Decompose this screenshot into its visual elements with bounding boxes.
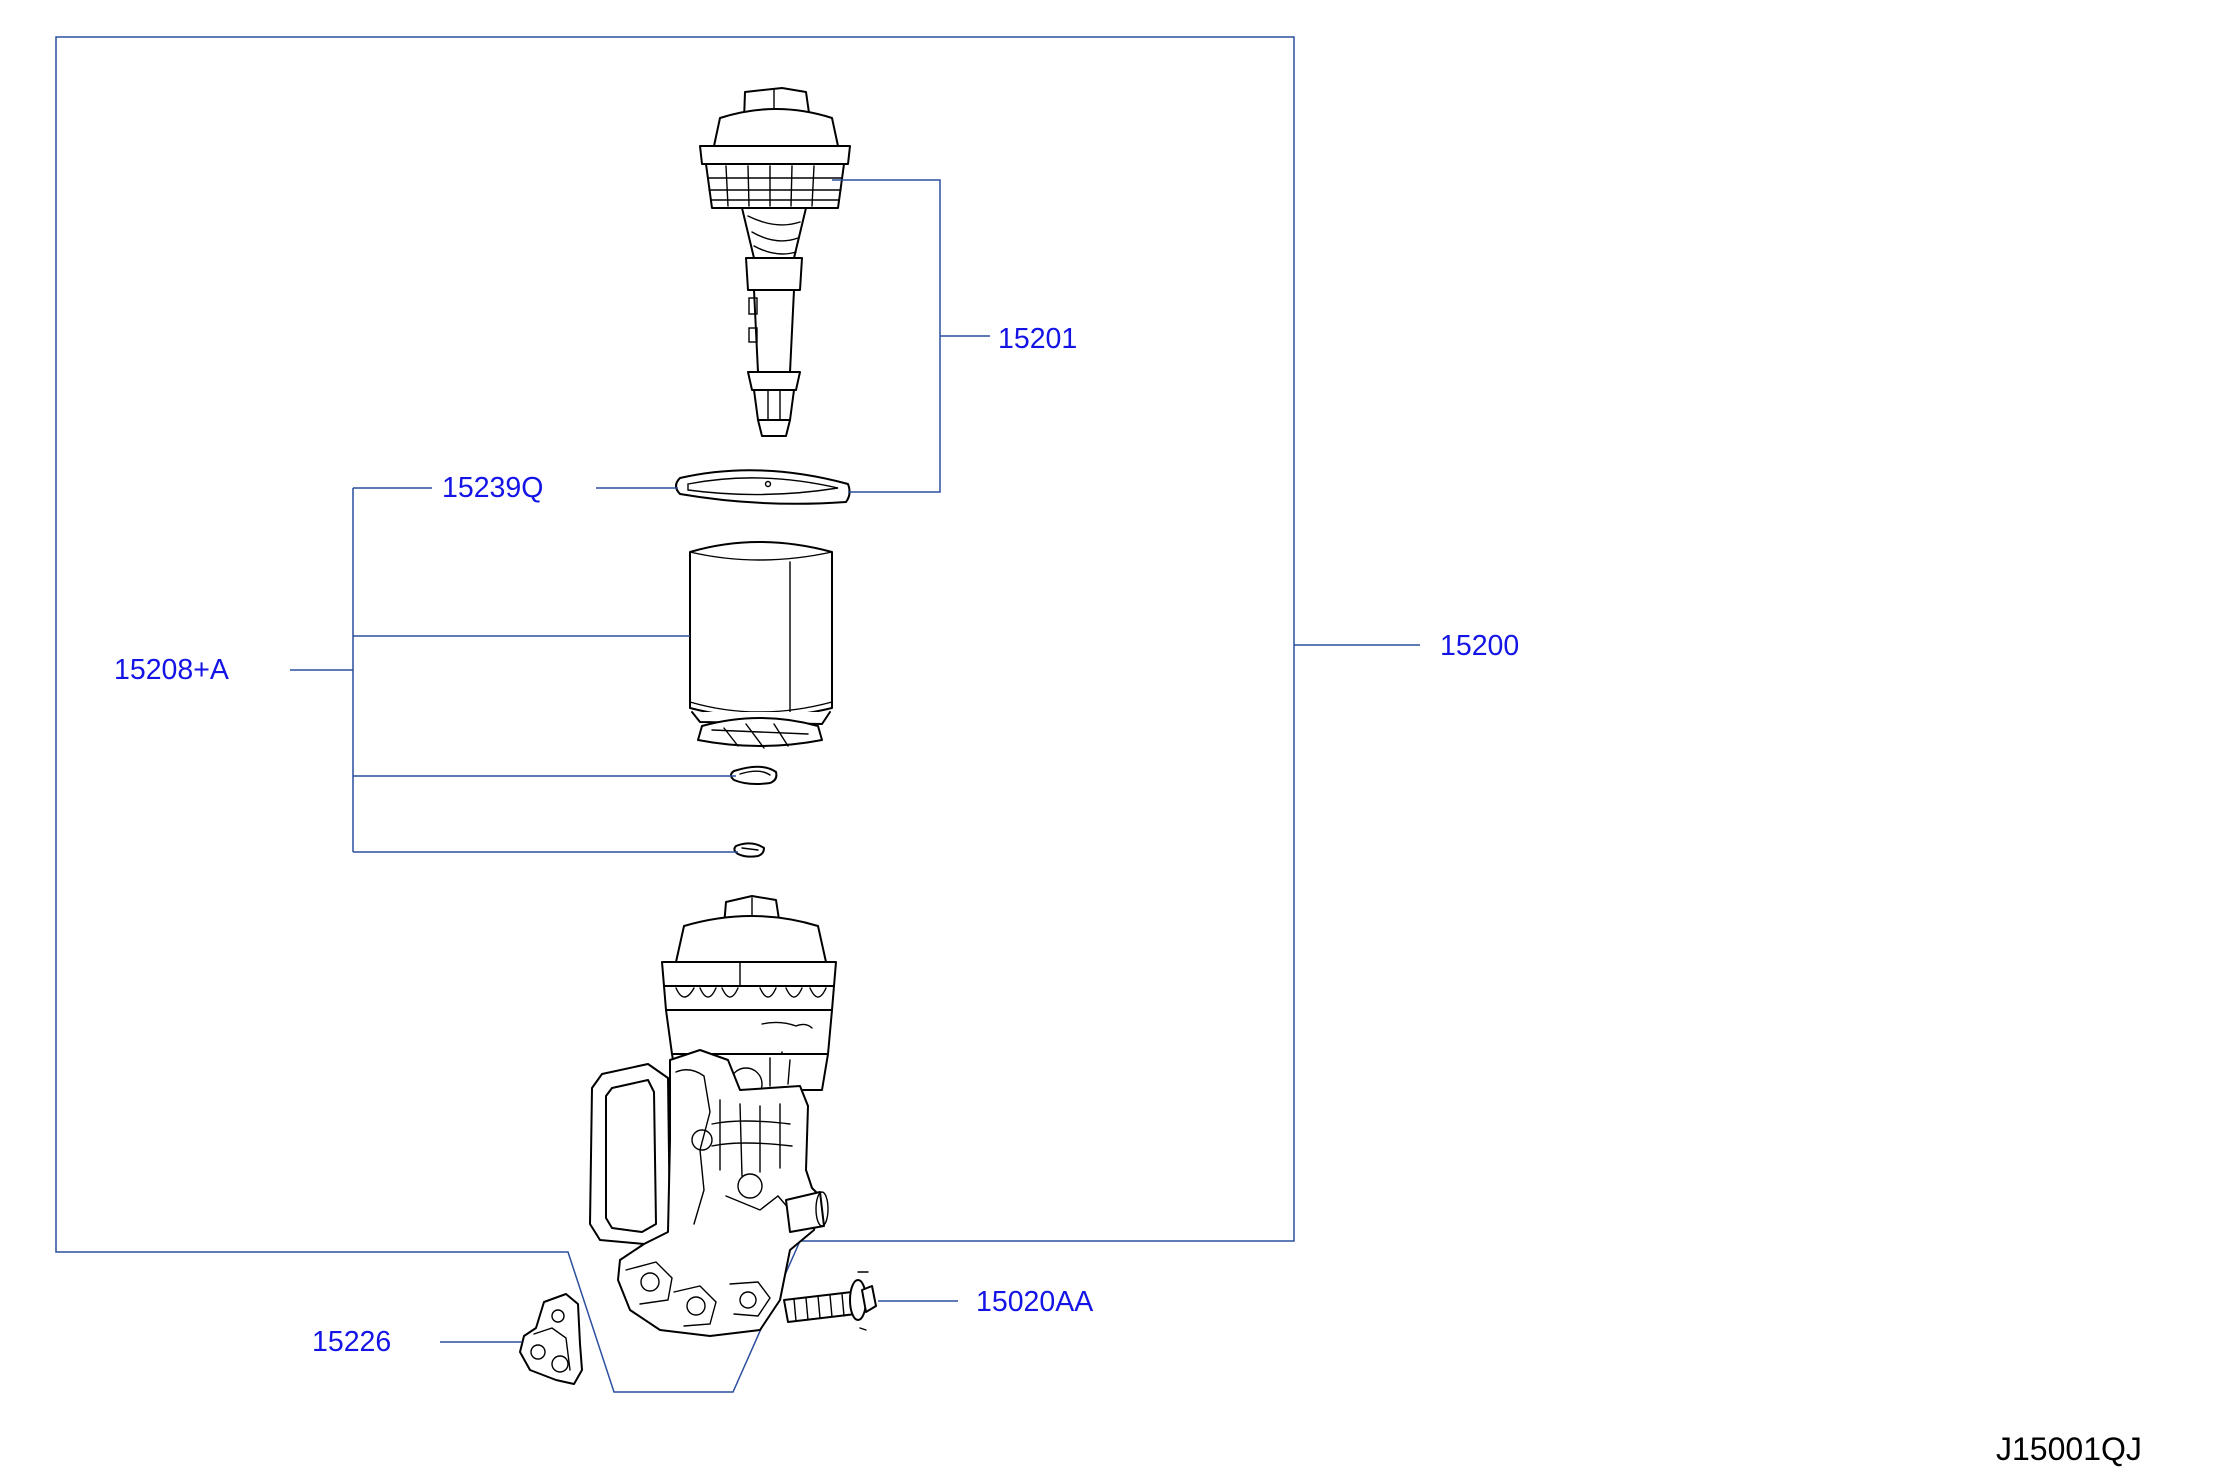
filter-cartridge-part[interactable] (689, 541, 833, 749)
filter-housing-assembly-part[interactable] (589, 895, 837, 1337)
leader-15201 (832, 179, 990, 493)
filter-cap-part[interactable] (699, 87, 851, 437)
diagram-code: J15001QJ (1996, 1431, 2142, 1467)
callout-15208a[interactable]: 15208+A (114, 654, 229, 686)
mounting-bolt-part[interactable] (783, 1271, 877, 1331)
leader-15208a (290, 487, 738, 853)
assembly-boundary (55, 36, 1295, 1393)
oring-gasket-part[interactable] (675, 469, 851, 505)
small-seal-ring-part[interactable] (733, 842, 765, 858)
callout-15226[interactable]: 15226 (312, 1326, 391, 1358)
housing-gasket-part[interactable] (519, 1293, 583, 1385)
callout-15200[interactable]: 15200 (1440, 630, 1519, 662)
leader-lines (290, 179, 1420, 1343)
callout-15201[interactable]: 15201 (998, 323, 1077, 355)
callout-15239q[interactable]: 15239Q (442, 472, 543, 504)
callout-15020aa[interactable]: 15020AA (976, 1286, 1093, 1318)
filter-seal-ring-part[interactable] (730, 765, 778, 785)
